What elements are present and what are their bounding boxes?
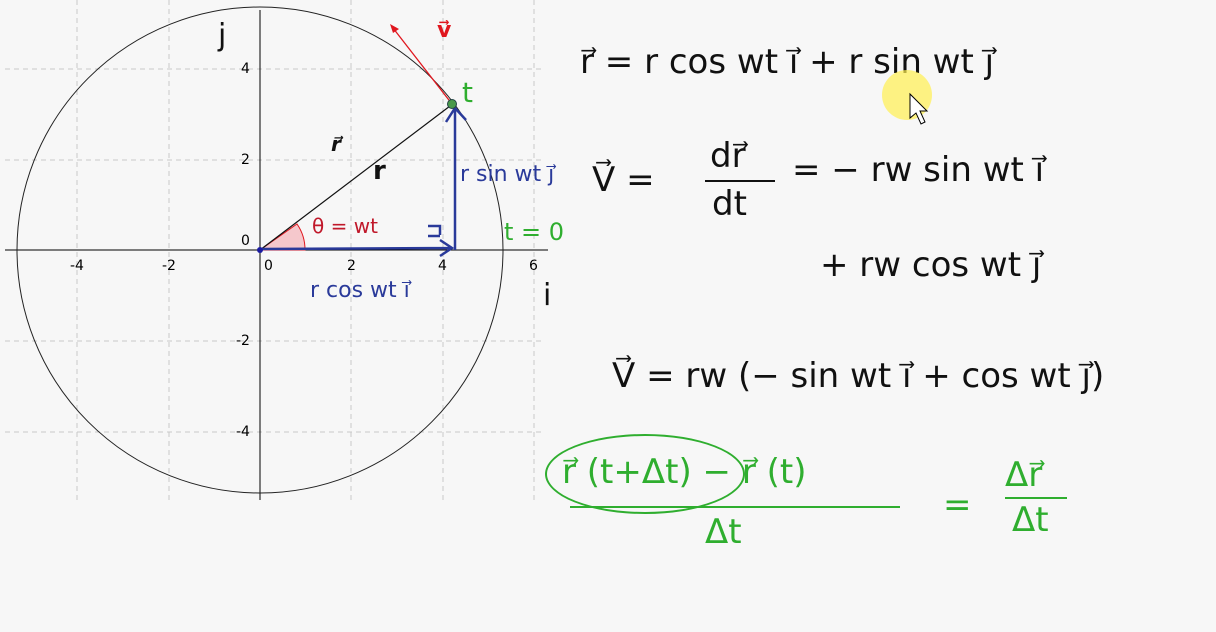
x-tick: 2: [347, 258, 356, 274]
x-tick: 0: [264, 258, 273, 274]
derivative-numerator: dr⃗: [710, 136, 746, 176]
right-angle-mark: [428, 224, 442, 238]
difference-numerator: r⃗ (t+Δt) − r⃗ (t): [562, 452, 807, 492]
x-tick: -4: [70, 258, 84, 274]
cos-component-label: r cos wt i⃗: [310, 278, 410, 303]
point-t[interactable]: [447, 99, 457, 109]
cos-component-arrow: [261, 238, 455, 258]
position-equation: r⃗ = r cos wt i⃗ + r sin wt j⃗: [580, 42, 995, 82]
r-vector-label: r⃗: [331, 132, 341, 156]
fraction-bar: [1005, 497, 1067, 499]
axis-y-label: j: [218, 18, 227, 53]
axis-x-label: i: [543, 278, 552, 313]
y-tick: 4: [241, 61, 250, 77]
x-tick: 4: [438, 258, 447, 274]
angle-label: θ = wt: [312, 214, 378, 238]
difference-denominator: Δt: [705, 512, 742, 552]
velocity-factored: V⃗ = rw (− sin wt i⃗ + cos wt j⃗): [612, 356, 1105, 396]
velocity-arrowhead: [390, 24, 399, 33]
position-vector: [259, 105, 451, 251]
velocity-lhs: V⃗ =: [592, 160, 655, 200]
derivative-denominator: dt: [712, 184, 747, 224]
y-tick: 2: [241, 152, 250, 168]
cursor-highlight: [882, 70, 932, 120]
y-tick: -2: [236, 333, 250, 349]
time-label: t: [462, 76, 473, 109]
y-tick: 0: [241, 233, 250, 249]
equals-sign: =: [943, 485, 972, 525]
radius-label: r: [373, 156, 386, 186]
origin-point[interactable]: [257, 247, 263, 253]
velocity-label: v⃗: [437, 18, 452, 43]
t-zero-label: t = 0: [504, 218, 565, 246]
x-tick: 6: [529, 258, 538, 274]
velocity-vector: [392, 27, 453, 105]
y-tick: -4: [236, 424, 250, 440]
highlight-ellipse: [545, 434, 745, 514]
circle-path: [16, 6, 504, 494]
fraction-bar: [570, 506, 900, 508]
velocity-rhs-line2: + rw cos wt j⃗: [820, 245, 1042, 285]
angle-sector: [258, 223, 306, 251]
delta-t-denominator: Δt: [1012, 500, 1049, 540]
sin-component-label: r sin wt j⃗: [460, 162, 555, 187]
x-tick: -2: [162, 258, 176, 274]
delta-r-numerator: Δr⃗: [1005, 455, 1043, 495]
velocity-rhs-line1: = − rw sin wt i⃗: [792, 150, 1045, 190]
fraction-bar: [705, 180, 775, 182]
